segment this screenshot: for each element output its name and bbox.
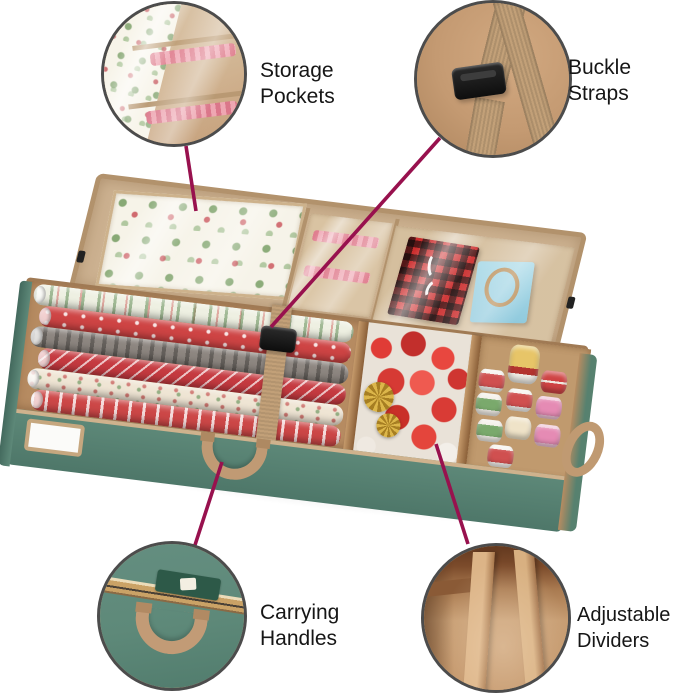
bow-compartment bbox=[352, 322, 473, 468]
vinyl-sheen bbox=[98, 193, 304, 297]
detail-circle-adjustable-dividers bbox=[421, 543, 571, 693]
label-line: Straps bbox=[568, 82, 629, 105]
label-line: Handles bbox=[260, 627, 338, 650]
detail-circle-carrying-handles bbox=[97, 541, 247, 691]
label-line: Buckle bbox=[568, 56, 632, 79]
label-buckle-straps: Buckle Straps bbox=[568, 55, 631, 107]
detail-circle-buckle-straps bbox=[414, 0, 572, 158]
zipper-pull bbox=[76, 250, 86, 263]
zipper-pull bbox=[565, 296, 576, 309]
ribbon-spool bbox=[533, 423, 562, 449]
ribbon-spool bbox=[503, 415, 533, 441]
ribbon-spool bbox=[475, 418, 504, 444]
label-storage-pockets: Storage Pockets bbox=[260, 58, 335, 110]
gold-bow bbox=[375, 411, 402, 439]
ribbon-spool bbox=[506, 343, 542, 386]
ribbon-spool bbox=[474, 391, 503, 417]
strap-buckle bbox=[258, 325, 298, 354]
label-line: Carrying bbox=[260, 601, 340, 624]
label-window bbox=[23, 418, 86, 458]
ribbon-spool bbox=[477, 368, 506, 394]
label-line: Dividers bbox=[577, 630, 650, 652]
label-carrying-handles: Carrying Handles bbox=[260, 600, 339, 652]
ribbon-spool bbox=[539, 369, 569, 395]
label-line: Storage bbox=[260, 59, 334, 82]
interior-highlight bbox=[424, 546, 568, 690]
carrying-handle bbox=[197, 435, 269, 484]
ribbon-spool bbox=[486, 443, 515, 469]
label-line: Pockets bbox=[260, 85, 335, 108]
ribbon-spool bbox=[534, 395, 563, 421]
detail-circle-storage-pockets bbox=[101, 1, 247, 147]
lid-pocket-floral-paper bbox=[95, 190, 307, 301]
label-line: Adjustable bbox=[577, 604, 671, 626]
vinyl-sheen bbox=[104, 4, 244, 144]
label-adjustable-dividers: Adjustable Dividers bbox=[577, 602, 670, 654]
gold-bow bbox=[362, 380, 396, 414]
ribbon-spool bbox=[505, 387, 534, 413]
interior-side-wall bbox=[424, 546, 454, 690]
